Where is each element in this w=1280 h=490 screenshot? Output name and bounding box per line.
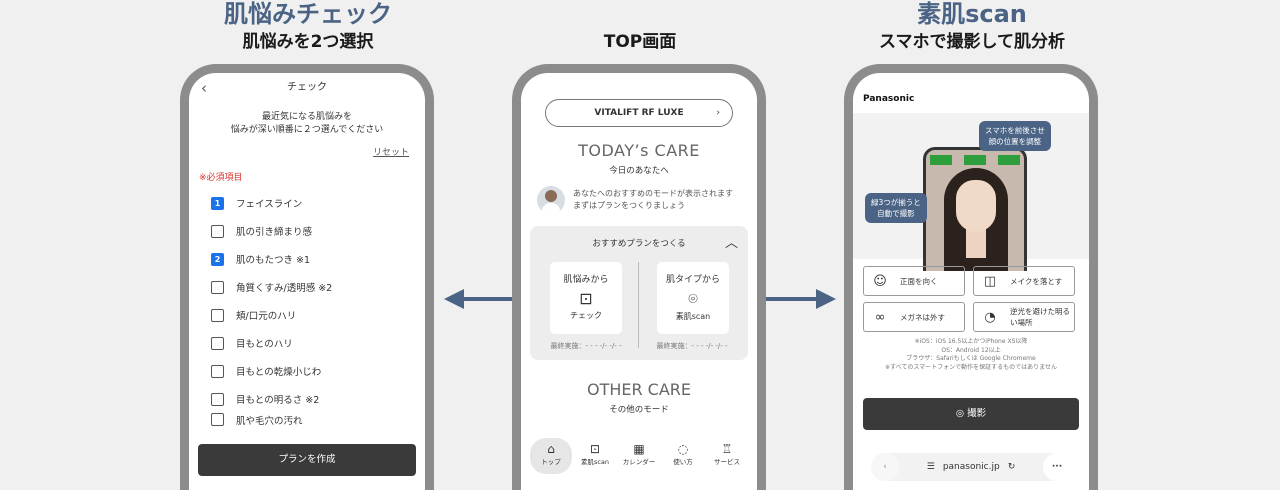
tip-bubble-auto: 緑3つが揃うと 自動で撮影	[865, 193, 927, 223]
tab-calendar[interactable]: ▦カレンダー	[618, 438, 660, 474]
guide-remove-makeup: ◫メイクを落とす	[973, 266, 1075, 296]
glasses-icon: ∞	[874, 309, 886, 325]
browser-back-icon[interactable]: ‹	[871, 453, 899, 481]
heading-top-sub: TOP画面	[603, 32, 677, 52]
compat-notes: ※iOS：iOS 16.5以上かつiPhone XS以降 OS：Android …	[884, 338, 1057, 371]
brand-logo: Panasonic	[863, 94, 915, 104]
advice-text: あなたへのおすすめのモードが表示されます まずはプランをつくりましょう	[573, 189, 733, 210]
checkbox[interactable]	[211, 336, 224, 350]
guide-remove-glasses: ∞メガネは外す	[863, 302, 965, 332]
arrow-right-head-icon	[816, 289, 836, 309]
check-header: ‹ チェック	[189, 73, 425, 103]
plan-panel: おすすめプランをつくる ︿ 肌悩みから ⊡ チェック 肌タイプから ⌾ 素肌sc…	[530, 226, 748, 360]
scan-hero: スマホを前後させ 顔の位置を調整 緑3つが揃うと 自動で撮影	[853, 113, 1089, 271]
advice-row: あなたへのおすすめのモードが表示されます まずはプランをつくりましょう	[537, 186, 757, 214]
face-icon: ☺	[873, 273, 887, 289]
guide-face-front: ☺正面を向く	[863, 266, 965, 296]
guide-bright-place: ◔逆光を避けた明るい場所	[973, 302, 1075, 332]
back-icon[interactable]: ‹	[201, 79, 207, 97]
tab-service[interactable]: ♖サービス	[706, 438, 748, 474]
advisor-avatar	[537, 186, 565, 214]
last-done-scan: 最終実施：- - - -/- -/- -	[656, 342, 728, 350]
model-selector[interactable]: VITALIFT RF LUXE ›	[545, 99, 733, 127]
demo-phone-image	[923, 147, 1027, 271]
checkbox[interactable]	[211, 392, 224, 406]
phone-check-screen: ‹ チェック 最近気になる肌悩みを 悩みが深い順番に２つ選んでください リセット…	[180, 64, 434, 490]
url-text[interactable]: panasonic.jp	[942, 462, 1000, 472]
concern-item[interactable]: 肌の引き締まり感	[211, 217, 425, 245]
tab-howto[interactable]: ◌使い方	[662, 438, 704, 474]
concern-item[interactable]: 角質くすみ/透明感 ※2	[211, 273, 425, 301]
other-care-subtitle: その他のモード	[609, 405, 669, 415]
calendar-icon: ▦	[633, 442, 645, 456]
tab-skin-scan[interactable]: ⊡素肌scan	[574, 438, 616, 474]
tips-icon: ◌	[677, 442, 689, 456]
concern-item[interactable]: 目もとの乾燥小じわ	[211, 357, 425, 385]
face-shape	[956, 180, 996, 232]
phone-scan-screen: Panasonic スマホを前後させ 顔の位置を調整 緑3つが揃うと 自動で撮影…	[844, 64, 1098, 490]
makeup-icon: ◫	[983, 273, 997, 289]
heading-top: TOP画面	[510, 0, 770, 54]
heading-scan: 素肌scan スマホで撮影して肌分析	[842, 0, 1102, 54]
scan-icon: ⊡	[589, 442, 601, 456]
heading-check-sub: 肌悩みを2つ選択	[242, 32, 374, 52]
green-indicator	[964, 155, 986, 165]
reload-icon[interactable]: ↻	[1007, 462, 1016, 472]
plan-title: おすすめプランをつくる	[592, 239, 686, 249]
card-skin-scan[interactable]: 肌タイプから ⌾ 素肌scan	[657, 262, 729, 334]
browser-url-bar: ‹ ☰ panasonic.jp ↻ ···	[871, 453, 1071, 481]
checkbox[interactable]: 1	[211, 196, 224, 210]
green-indicator	[998, 155, 1020, 165]
concern-item[interactable]: 目もとのハリ	[211, 329, 425, 357]
heading-scan-sub: スマホで撮影して肌分析	[879, 32, 1065, 52]
arrow-right-line	[720, 297, 818, 301]
heading-scan-accent: 素肌scan	[917, 0, 1027, 28]
arrow-left-line	[462, 297, 558, 301]
checkbox[interactable]	[211, 280, 224, 294]
last-done-check: 最終実施：- - - -/- -/- -	[550, 342, 622, 350]
phone-top-screen: VITALIFT RF LUXE › TODAY’s CARE 今日のあなたへ …	[512, 64, 766, 490]
tip-bubble-adjust: スマホを前後させ 顔の位置を調整	[979, 121, 1051, 151]
tab-top[interactable]: ⌂トップ	[530, 438, 572, 474]
more-icon[interactable]: ···	[1043, 453, 1071, 481]
check-instruction: 最近気になる肌悩みを 悩みが深い順番に２つ選んでください	[230, 112, 384, 135]
divider	[638, 262, 639, 348]
camera-icon: ◎	[955, 408, 965, 419]
other-care-title: OTHER CARE	[586, 380, 692, 399]
checkbox[interactable]	[211, 364, 224, 378]
camera-icon: ⌾	[688, 289, 698, 308]
neck-shape	[966, 228, 986, 258]
card-concern-check[interactable]: 肌悩みから ⊡ チェック	[550, 262, 622, 334]
checkbox[interactable]	[211, 224, 224, 238]
basket-icon: ♖	[721, 442, 733, 456]
shoot-button[interactable]: ◎ 撮影	[863, 398, 1079, 430]
arrow-left-head-icon	[444, 289, 464, 309]
ai-face-icon: ⊡	[579, 289, 593, 308]
heading-check-accent: 肌悩みチェック	[224, 0, 392, 28]
check-title: チェック	[287, 82, 327, 93]
checkbox[interactable]: 2	[211, 252, 224, 266]
concern-item[interactable]: 目もとの明るさ ※2	[211, 385, 425, 413]
chevron-right-icon: ›	[716, 108, 720, 118]
checkbox[interactable]	[211, 308, 224, 322]
concern-item[interactable]: 頬/口元のハリ	[211, 301, 425, 329]
home-icon: ⌂	[547, 442, 555, 456]
checkbox[interactable]	[211, 413, 224, 426]
create-plan-button[interactable]: プランを作成	[198, 444, 416, 476]
heading-check: 肌悩みチェック 肌悩みを2つ選択	[178, 0, 438, 54]
required-note: ※必須項目	[199, 173, 243, 183]
todays-care-subtitle: 今日のあなたへ	[609, 166, 669, 176]
reset-link[interactable]: リセット	[372, 148, 409, 158]
bulb-icon: ◔	[984, 309, 996, 325]
bottom-tab-bar: ⌂トップ ⊡素肌scan ▦カレンダー ◌使い方 ♖サービス	[521, 438, 757, 474]
chevron-up-icon[interactable]: ︿	[724, 236, 738, 251]
concern-item[interactable]: 肌や毛穴の汚れ	[211, 413, 425, 427]
todays-care-title: TODAY’s CARE	[578, 141, 700, 160]
green-indicator	[930, 155, 952, 165]
page-menu-icon[interactable]: ☰	[926, 462, 935, 472]
